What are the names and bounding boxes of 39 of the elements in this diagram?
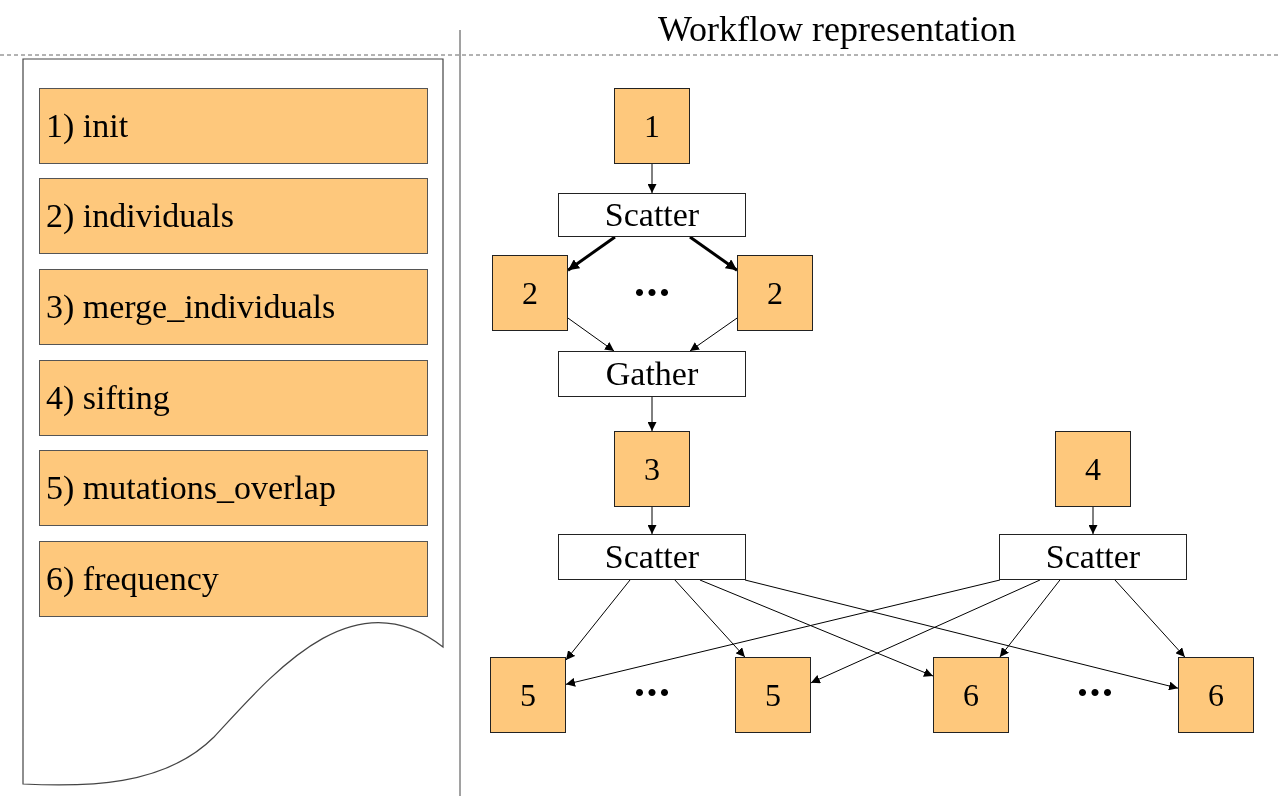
operation-box: Scatter [999,534,1187,580]
step-box: 2 [737,255,813,331]
arrow [565,579,631,661]
ellipsis: ••• [634,276,672,310]
step-box: 4 [1055,431,1131,507]
step-box: 5 [735,657,811,733]
step-box: 2 [492,255,568,331]
arrow [1114,579,1186,658]
operation-box: Gather [558,351,746,397]
step-box: 3 [614,431,690,507]
arrow [810,579,1041,684]
arrow [699,579,934,677]
notebook-cell: 5) mutations_overlap [39,450,428,526]
arrow [744,579,1179,691]
step-box: 6 [1178,657,1254,733]
arrow [647,163,657,194]
arrow [999,579,1061,658]
step-box: 6 [933,657,1009,733]
arrow [567,317,615,352]
column-heading: Workflow representation [658,8,1016,50]
notebook-cell: 1) init [39,88,428,164]
arrow [1088,506,1098,535]
notebook-cell: 2) individuals [39,178,428,254]
operation-box: Scatter [558,193,746,237]
arrow [689,235,738,272]
notebook-cell: 4) sifting [39,360,428,436]
arrow [647,506,657,535]
operation-box: Scatter [558,534,746,580]
arrow [565,579,1001,687]
step-box: 5 [490,657,566,733]
notebook-cell: 6) frequency [39,541,428,617]
arrow [647,396,657,432]
ellipsis: ••• [634,676,672,710]
notebook-cell: 3) merge_individuals [39,269,428,345]
ellipsis: ••• [1077,676,1115,710]
arrow [567,235,616,272]
arrow [674,579,746,658]
step-box: 1 [614,88,690,164]
arrow [689,317,738,352]
